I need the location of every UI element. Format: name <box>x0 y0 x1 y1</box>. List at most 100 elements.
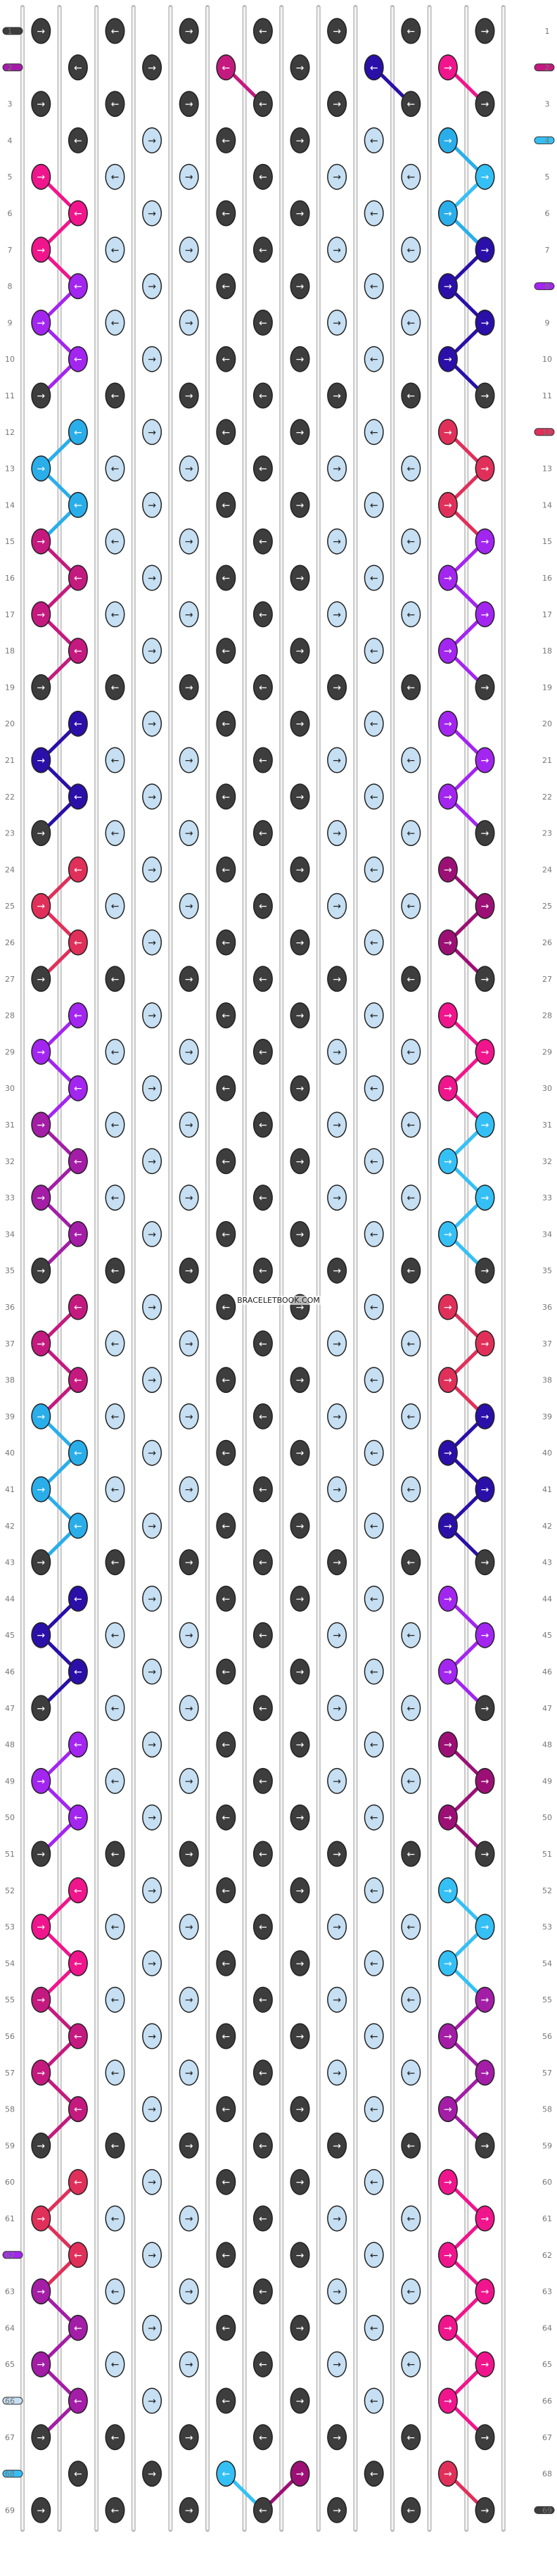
row-label-left: 2 <box>8 63 13 72</box>
knot <box>180 2352 198 2377</box>
knot-arrow-icon: → <box>333 1411 341 1422</box>
knot-arrow-icon: ← <box>406 1339 415 1350</box>
knot-arrow-icon: → <box>333 464 341 475</box>
knot-arrow-icon: → <box>185 26 193 37</box>
knot-arrow-icon: ← <box>74 1229 82 1240</box>
knot <box>254 2352 272 2377</box>
knot <box>291 2242 309 2267</box>
knot-arrow-icon: → <box>185 536 193 548</box>
knot <box>402 894 420 918</box>
knot-arrow-icon: → <box>444 2250 452 2261</box>
knot <box>328 2206 346 2230</box>
knot <box>254 19 272 43</box>
knot-arrow-icon: ← <box>259 2140 267 2152</box>
knot <box>254 1696 272 1720</box>
row-label-left: 16 <box>5 574 15 583</box>
knot-arrow-icon: → <box>185 2140 193 2152</box>
knot-arrow-icon: → <box>444 864 452 876</box>
row-label-right: 14 <box>542 500 552 510</box>
knot-arrow-icon: ← <box>111 2505 120 2516</box>
knot <box>180 1040 198 1064</box>
knot-arrow-icon: ← <box>111 26 120 37</box>
row-label-left: 39 <box>5 1412 15 1421</box>
row-label-left: 27 <box>5 975 15 984</box>
knot <box>32 2352 50 2377</box>
row-label-left: 31 <box>5 1120 15 1130</box>
knot-arrow-icon: → <box>333 901 341 912</box>
knot <box>106 675 124 700</box>
knot <box>254 1258 272 1283</box>
row-label-left: 56 <box>5 2032 15 2041</box>
knot-arrow-icon: → <box>333 682 341 693</box>
knot-arrow-icon: → <box>333 2287 341 2298</box>
knot <box>402 675 420 700</box>
row-label-left: 65 <box>5 2360 15 2369</box>
knot <box>439 201 457 225</box>
row-label-right: 5 <box>545 172 550 182</box>
knot-arrow-icon: ← <box>222 2469 230 2480</box>
knot-arrow-icon: → <box>481 2359 489 2370</box>
knot-arrow-icon: → <box>333 2214 341 2225</box>
knot-arrow-icon: → <box>444 792 452 803</box>
knot-arrow-icon: → <box>37 536 45 548</box>
knot-arrow-icon: ← <box>111 1849 120 1860</box>
row-label-left: 32 <box>5 1157 15 1166</box>
knot-arrow-icon: → <box>296 1011 305 1022</box>
row-label-right: 38 <box>542 1376 552 1385</box>
knot <box>476 748 494 772</box>
knot <box>291 712 309 736</box>
knot-arrow-icon: → <box>185 1558 193 1569</box>
knot <box>32 456 50 481</box>
row-label-left: 30 <box>5 1084 15 1093</box>
knot <box>106 894 124 918</box>
knot-arrow-icon: ← <box>111 901 120 912</box>
row-label-left: 44 <box>5 1594 15 1603</box>
knot <box>69 128 87 153</box>
knot-arrow-icon: ← <box>406 1558 415 1569</box>
knot-arrow-icon: → <box>37 1703 45 1715</box>
knot-arrow-icon: ← <box>111 1776 120 1787</box>
knot-arrow-icon: → <box>148 282 156 293</box>
knot-arrow-icon: → <box>148 1229 156 1240</box>
knot <box>143 1513 161 1538</box>
knot-arrow-icon: → <box>481 828 489 840</box>
knot <box>217 566 235 590</box>
row-label-right: 69 <box>542 2506 552 2515</box>
knot-arrow-icon: → <box>296 2031 305 2043</box>
row-label-right: 9 <box>545 318 550 327</box>
knot-arrow-icon: → <box>296 1667 305 1678</box>
knot <box>106 2133 124 2158</box>
knot <box>69 1222 87 1246</box>
knot <box>365 274 383 298</box>
row-label-left: 58 <box>5 2105 15 2114</box>
knot <box>291 1805 309 1830</box>
knot-arrow-icon: → <box>296 719 305 730</box>
knot-arrow-icon: ← <box>370 1812 378 1824</box>
knot <box>180 1988 198 2012</box>
knot-arrow-icon: → <box>185 1193 193 1204</box>
knot <box>180 1769 198 1793</box>
knot-arrow-icon: → <box>148 2104 156 2116</box>
knot-arrow-icon: ← <box>74 1593 82 1605</box>
knot-arrow-icon: → <box>333 1120 341 1131</box>
knot <box>106 1185 124 1210</box>
knot <box>476 2279 494 2304</box>
knot-arrow-icon: → <box>296 1375 305 1387</box>
knot-arrow-icon: → <box>481 2140 489 2152</box>
knot <box>439 2097 457 2121</box>
knot-arrow-icon: → <box>148 1156 156 1168</box>
knot-arrow-icon: → <box>481 317 489 329</box>
knot-arrow-icon: → <box>481 1411 489 1422</box>
knot <box>328 2498 346 2523</box>
knot <box>365 857 383 882</box>
knot-arrow-icon: → <box>444 1667 452 1678</box>
knot-arrow-icon: ← <box>406 1120 415 1131</box>
knot <box>365 2316 383 2340</box>
knot-arrow-icon: → <box>481 1630 489 1641</box>
knot-arrow-icon: ← <box>370 427 378 438</box>
knot-arrow-icon: → <box>296 1812 305 1824</box>
row-label-left: 14 <box>5 500 15 510</box>
knot <box>217 2170 235 2195</box>
knot <box>328 1623 346 1648</box>
knot <box>365 1732 383 1757</box>
